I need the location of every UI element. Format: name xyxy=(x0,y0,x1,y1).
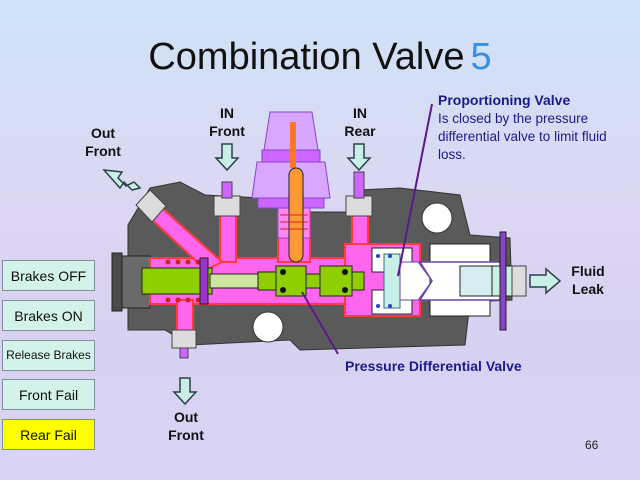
front-fail-button[interactable]: Front Fail xyxy=(2,379,95,410)
fluid-leak-line1: Fluid xyxy=(571,263,605,279)
in-front-arrow xyxy=(214,143,240,172)
differential-leader xyxy=(301,291,339,355)
pressure-differential-label: Pressure Differential Valve xyxy=(345,358,522,374)
title-number: 5 xyxy=(470,36,492,78)
fluid-leak-arrow xyxy=(529,267,562,295)
release-brakes-button[interactable]: Release Brakes xyxy=(2,340,95,371)
out-front-bottom-label: Out Front xyxy=(160,408,212,444)
out-front-top-line1: Out xyxy=(90,125,116,141)
out-front-bottom-arrow xyxy=(172,377,198,406)
out-front-top-line2: Front xyxy=(85,143,121,159)
fittings xyxy=(135,171,527,359)
brakes-on-button[interactable]: Brakes ON xyxy=(2,300,95,331)
in-rear-line1: IN xyxy=(353,105,367,121)
metering-valve xyxy=(251,111,331,263)
title-text: Combination Valve xyxy=(148,36,465,78)
out-front-top-label: Out Front xyxy=(78,124,128,160)
fluid-leak-label: Fluid Leak xyxy=(562,262,614,298)
mounting-hole-top xyxy=(421,202,453,234)
in-front-line2: Front xyxy=(209,123,245,139)
out-front-bottom-line2: Front xyxy=(168,427,204,443)
proportioning-leader xyxy=(397,103,433,277)
left-end-cap xyxy=(111,252,123,312)
flow-arrows xyxy=(102,143,562,406)
in-front-line1: IN xyxy=(220,105,234,121)
brakes-off-button[interactable]: Brakes OFF xyxy=(2,260,95,291)
out-front-top-arrow xyxy=(102,169,142,191)
in-rear-arrow xyxy=(346,143,372,172)
fluid-leak-line2: Leak xyxy=(572,281,604,297)
rear-fail-button[interactable]: Rear Fail xyxy=(2,419,95,450)
in-rear-label: IN Rear xyxy=(334,104,386,140)
proportioning-valve xyxy=(371,231,515,331)
proportioning-valve-title: Proportioning Valve xyxy=(438,92,571,108)
page-number: 66 xyxy=(585,438,599,452)
mounting-hole-bottom xyxy=(252,311,284,343)
in-front-label: IN Front xyxy=(201,104,253,140)
in-rear-line2: Rear xyxy=(344,123,376,139)
out-front-bottom-line1: Out xyxy=(173,409,199,425)
proportioning-valve-description: Is closed by the pressure differential v… xyxy=(438,111,607,162)
pressure-differential-piston xyxy=(257,265,365,297)
